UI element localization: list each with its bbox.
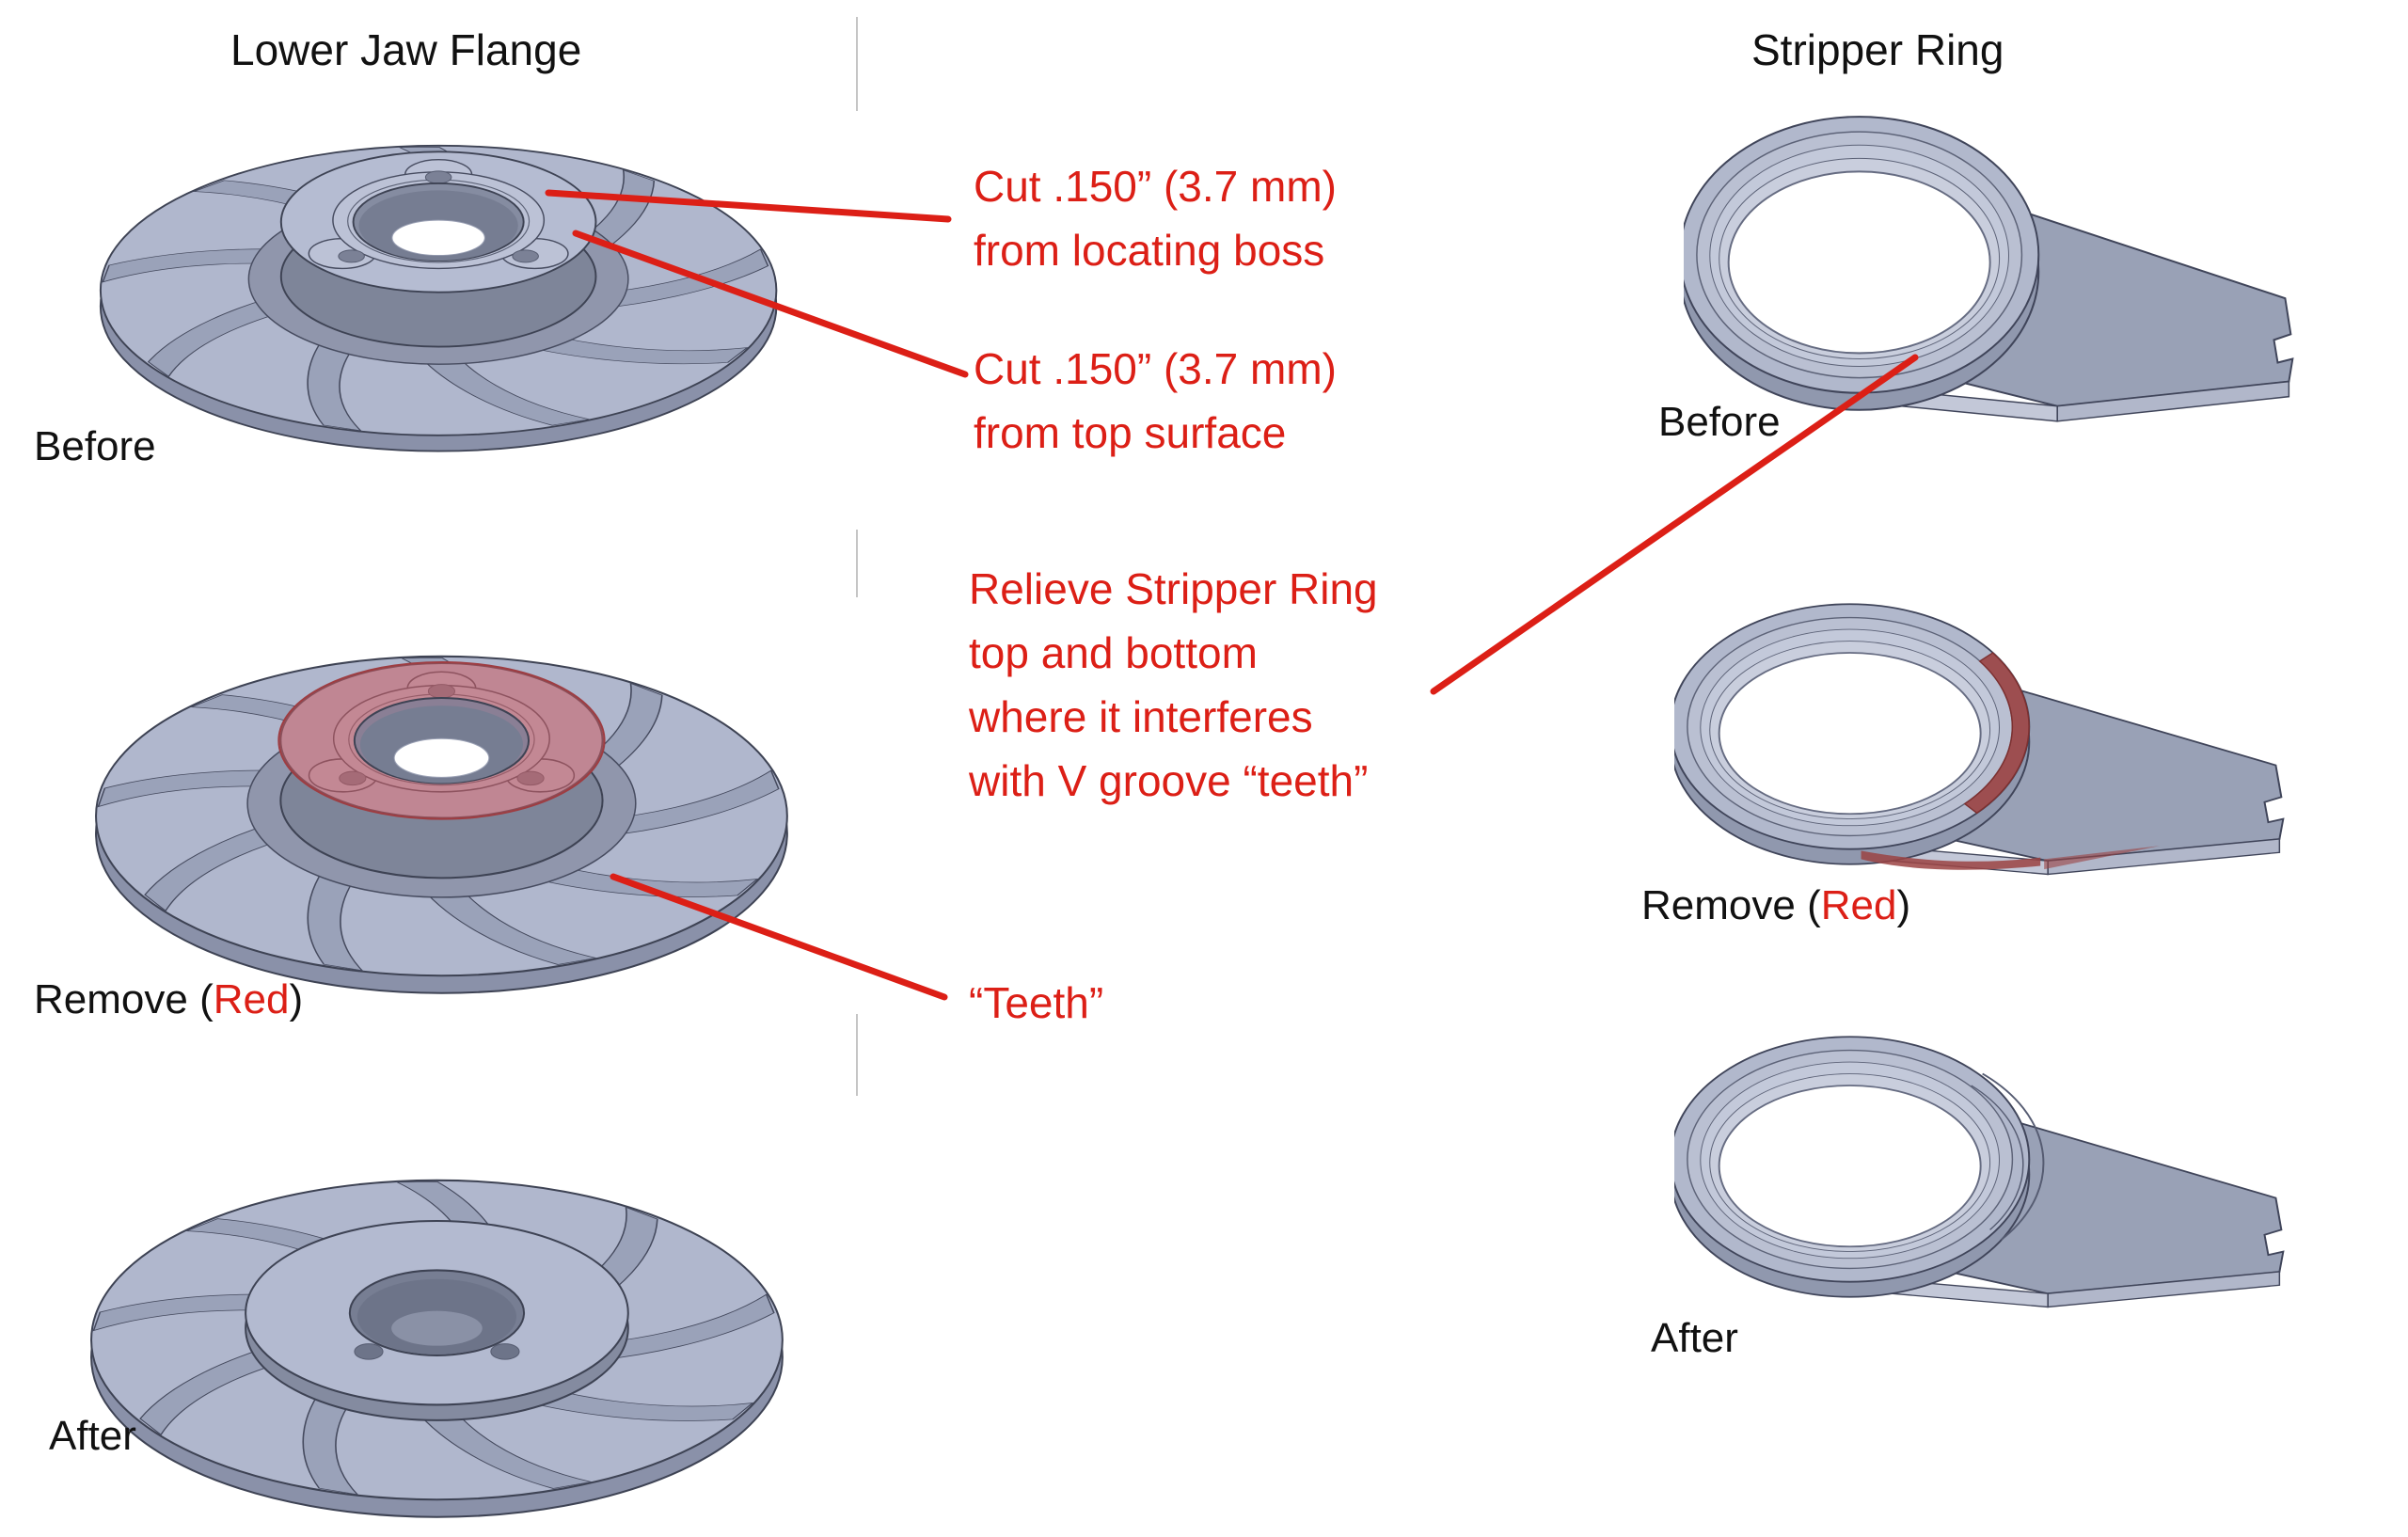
leader-line-cut-locating-boss: [545, 189, 952, 223]
flange-after-render: [90, 1179, 784, 1518]
flange-remove-label: Remove (Red): [34, 976, 303, 1023]
right-column-title: Stripper Ring: [1751, 25, 2004, 74]
stripper-removal-highlight-bottom: [1861, 850, 2041, 870]
stripper-before-figure: [1684, 102, 2337, 452]
annotation-relieve-line4: with V groove “teeth”: [969, 756, 1369, 805]
stripper-remove-label-suffix: ): [1896, 882, 1911, 928]
stripper-after-label: After: [1651, 1315, 1738, 1362]
stripper-remove-label: Remove (Red): [1641, 882, 1910, 929]
annotation-cut-locating-boss-line1: Cut .150” (3.7 mm): [974, 162, 1337, 211]
flange-before-figure: [94, 90, 798, 459]
stripper-after-render: [1674, 1036, 2285, 1308]
left-column-title: Lower Jaw Flange: [230, 25, 582, 74]
stripper-remove-label-red: Red: [1820, 882, 1897, 928]
stripper-remove-label-prefix: Remove (: [1641, 882, 1821, 928]
stripper-relief-line-inner: [1971, 1085, 2024, 1230]
leader-line-relieve-stripper-ring: [1430, 354, 1919, 695]
divider-top: [856, 17, 858, 111]
annotation-cut-top-surface-line2: from top surface: [974, 408, 1287, 457]
annotation-cut-locating-boss-line2: from locating boss: [974, 226, 1325, 275]
flange-remove-render: [95, 655, 788, 994]
divider-bottom: [856, 1014, 858, 1096]
stripper-relief-line-outer: [1982, 1072, 2045, 1241]
flange-before-label-text: Before: [34, 423, 156, 469]
stripper-remove-figure: [1674, 591, 2328, 901]
annotation-teeth: “Teeth”: [969, 971, 1103, 1035]
annotation-teeth-text: “Teeth”: [969, 978, 1104, 1027]
annotation-cut-top-surface-line1: Cut .150” (3.7 mm): [974, 344, 1337, 393]
stripper-remove-render: [1674, 603, 2285, 876]
stripper-before-label: Before: [1658, 399, 1781, 446]
annotation-relieve-line1: Relieve Stripper Ring: [969, 564, 1378, 613]
annotation-relieve-line2: top and bottom: [969, 628, 1258, 677]
flange-remove-label-red: Red: [213, 976, 290, 1022]
flange-after-figure: [85, 1119, 804, 1526]
flange-remove-label-suffix: ): [289, 976, 304, 1022]
flange-remove-label-prefix: Remove (: [34, 976, 214, 1022]
flange-remove-figure: [89, 595, 809, 1002]
flange-before-label: Before: [34, 423, 156, 470]
annotation-relieve-stripper-ring: Relieve Stripper Ring top and bottom whe…: [969, 557, 1378, 813]
annotation-relieve-line3: where it interferes: [969, 692, 1313, 741]
stripper-removal-highlight-side: [1963, 652, 2030, 815]
stripper-removal-highlight-tab: [2044, 846, 2161, 870]
annotation-cut-top-surface: Cut .150” (3.7 mm) from top surface: [974, 337, 1337, 465]
divider-middle: [856, 530, 858, 597]
flange-after-label-text: After: [49, 1413, 136, 1459]
stripper-before-label-text: Before: [1658, 399, 1781, 445]
stripper-after-label-text: After: [1651, 1315, 1738, 1361]
leader-line-teeth: [610, 873, 948, 1001]
stripper-after-figure: [1674, 1023, 2328, 1334]
stripper-before-render: [1684, 116, 2294, 422]
flange-before-render: [99, 144, 778, 452]
leader-line-cut-top-surface: [572, 230, 969, 378]
annotation-cut-locating-boss: Cut .150” (3.7 mm) from locating boss: [974, 154, 1337, 282]
flange-after-label: After: [49, 1413, 136, 1460]
